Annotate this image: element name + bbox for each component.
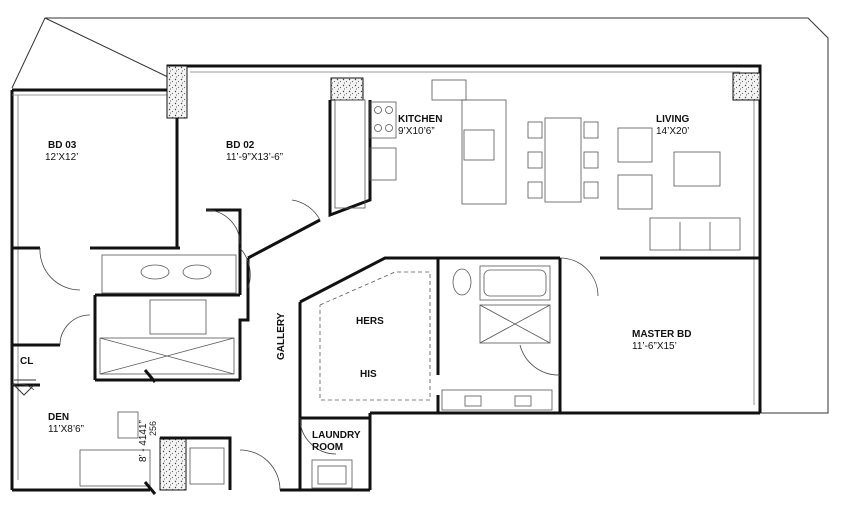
cl-closet	[13, 379, 36, 396]
den-name: DEN	[48, 412, 69, 423]
den-furniture	[79, 411, 353, 489]
gallery-label: GALLERY	[276, 312, 287, 360]
dimension-b: 256	[148, 421, 158, 436]
bath-fixtures	[99, 254, 237, 375]
master-size: 11’-6”X15’	[632, 341, 677, 352]
his-label: HIS	[360, 369, 377, 380]
den-size: 11’X8’6”	[48, 424, 84, 435]
laundry-line2: ROOM	[312, 442, 343, 453]
living-furniture	[617, 127, 741, 251]
slab-marks	[143, 369, 157, 495]
doors	[11, 199, 599, 491]
bd02-name: BD 02	[226, 140, 255, 151]
closet-outline	[319, 271, 431, 401]
interior-walls	[12, 100, 760, 490]
dimension-annotation: 8’ - 4141” 256	[138, 420, 158, 462]
dining-table	[527, 117, 599, 203]
room-labels: BD 03 12’X12’ BD 02 11’-9”X13’-6” KITCHE…	[20, 114, 691, 453]
hers-label: HERS	[356, 316, 384, 327]
bd03-name: BD 03	[48, 140, 77, 151]
windows	[12, 71, 755, 480]
kitchen-fixtures	[334, 79, 507, 209]
kitchen-name: KITCHEN	[398, 114, 442, 125]
living-size: 14’X20’	[656, 126, 689, 137]
master-name: MASTER BD	[632, 329, 691, 340]
kitchen-size: 9’X10’6”	[398, 126, 435, 137]
living-name: LIVING	[656, 114, 690, 125]
bd02-size: 11’-9”X13’-6”	[226, 152, 283, 163]
bd03-size: 12’X12’	[45, 152, 78, 163]
cl-label: CL	[20, 356, 33, 367]
master-bath-fixtures	[441, 265, 553, 411]
balcony-outline	[11, 17, 829, 414]
laundry-line1: LAUNDRY	[312, 430, 361, 441]
dimension-a: 8’ - 4141”	[138, 420, 149, 462]
